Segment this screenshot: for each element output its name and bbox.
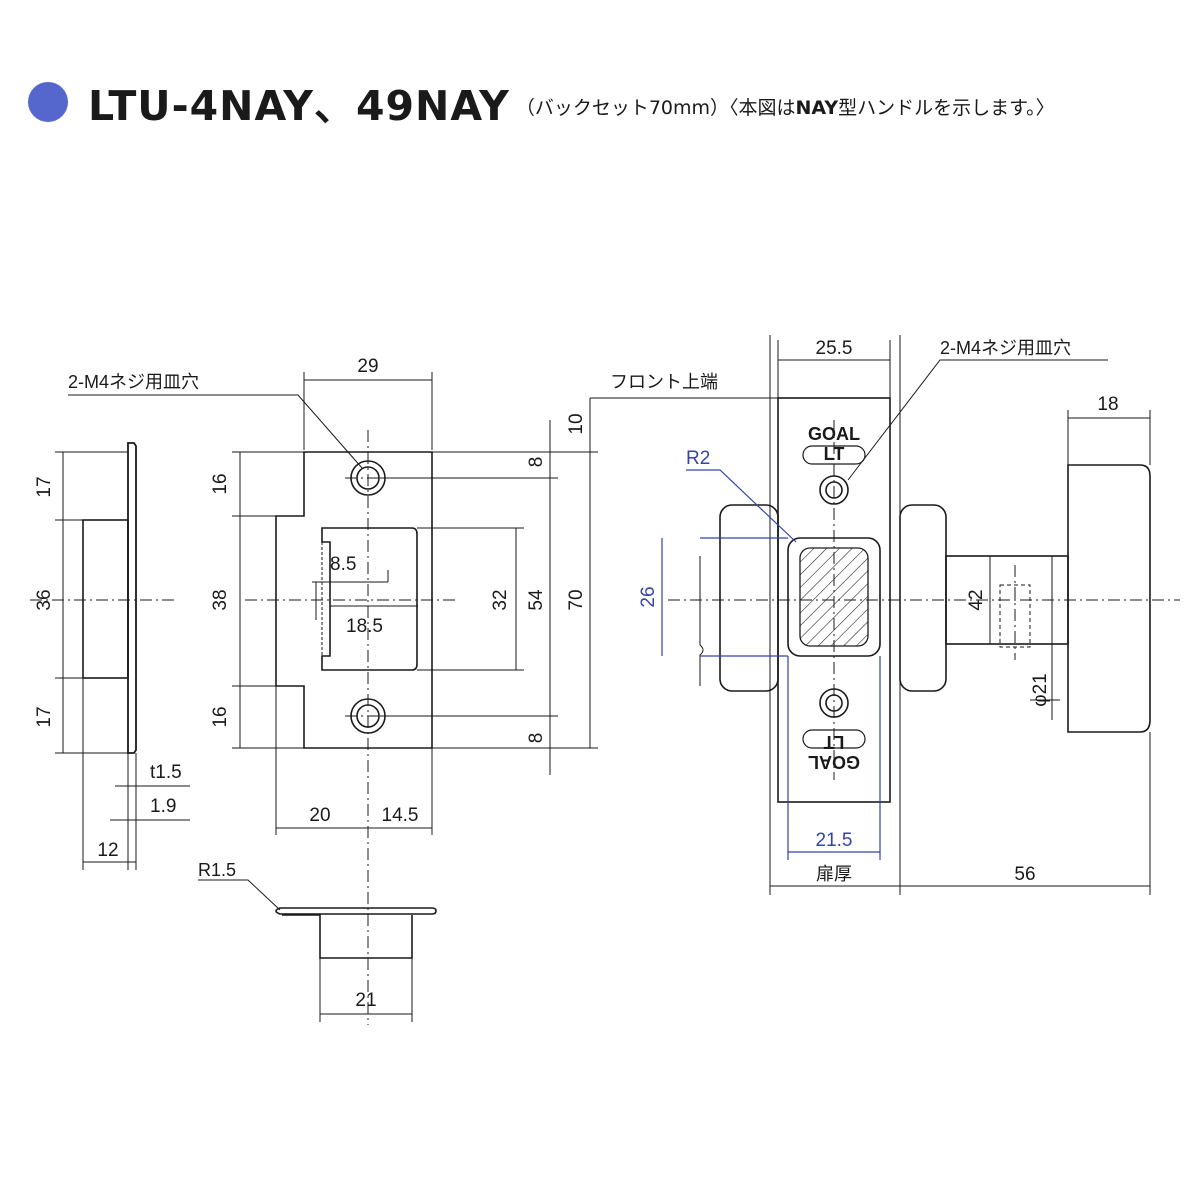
backset-note: （バックセット70mm）〈本図はNAY型ハンドルを示します。〉	[516, 93, 1055, 120]
plate-mark-top-2: LT	[824, 444, 845, 464]
dim-20: 20	[309, 805, 330, 826]
label-screw-hole-left: 2-M4ネジ用皿穴	[68, 372, 199, 392]
dim-18: 18	[1097, 394, 1118, 415]
title-bar: LTU-4NAY、49NAY （バックセット70mm）〈本図はNAY型ハンドルを…	[28, 72, 1188, 132]
note-suffix: 型ハンドルを示します。〉	[838, 96, 1055, 119]
dim-18-5: 18.5	[346, 616, 383, 637]
model-title: LTU-4NAY、49NAY	[88, 82, 510, 130]
dim-8-5: 8.5	[330, 554, 356, 575]
dim-14-5: 14.5	[382, 805, 419, 826]
strike-side-view	[30, 442, 190, 870]
dim-54: 54	[526, 589, 547, 611]
dim-21-5: 21.5	[816, 830, 853, 851]
dim-16-bottom: 16	[210, 706, 231, 727]
dim-32: 32	[490, 589, 511, 610]
dim-phi21: φ21	[1030, 673, 1051, 706]
label-r1-5: R1.5	[198, 860, 236, 880]
note-prefix: （バックセット70mm）〈本図は	[515, 96, 796, 119]
dim-21: 21	[355, 990, 376, 1011]
dim-16-top: 16	[210, 473, 231, 494]
plate-mark-top: GOAL	[808, 424, 860, 444]
dim-29: 29	[357, 356, 378, 377]
note-bold: NAY	[795, 96, 839, 119]
dim-36: 36	[34, 589, 55, 610]
strike-top-view	[198, 879, 437, 1022]
dim-42: 42	[966, 589, 987, 610]
plate-mark-bottom-2: LT	[824, 732, 845, 752]
dim-10: 10	[566, 413, 587, 434]
dim-26: 26	[638, 586, 659, 607]
label-screw-hole-right: 2-M4ネジ用皿穴	[940, 338, 1071, 358]
strike-front-view	[68, 372, 778, 1025]
label-door-thickness: 扉厚	[816, 864, 852, 884]
dim-25-5: 25.5	[816, 338, 853, 359]
dim-12: 12	[97, 840, 118, 861]
dim-8-bottom: 8	[526, 733, 547, 744]
plate-mark-bottom: GOAL	[808, 752, 860, 772]
dim-t1-5: t1.5	[150, 762, 182, 783]
dim-38: 38	[210, 589, 231, 610]
dim-1-9: 1.9	[150, 796, 176, 817]
dim-56: 56	[1014, 864, 1035, 885]
bullet-dot-icon	[28, 82, 68, 122]
dim-70: 70	[566, 589, 587, 610]
latch-assembly-view	[661, 335, 1180, 895]
dim-17-top: 17	[34, 476, 55, 497]
label-front-top: フロント上端	[610, 372, 718, 392]
label-r2: R2	[686, 448, 710, 469]
dim-17-bottom: 17	[34, 706, 55, 727]
dim-8-top: 8	[526, 457, 547, 468]
